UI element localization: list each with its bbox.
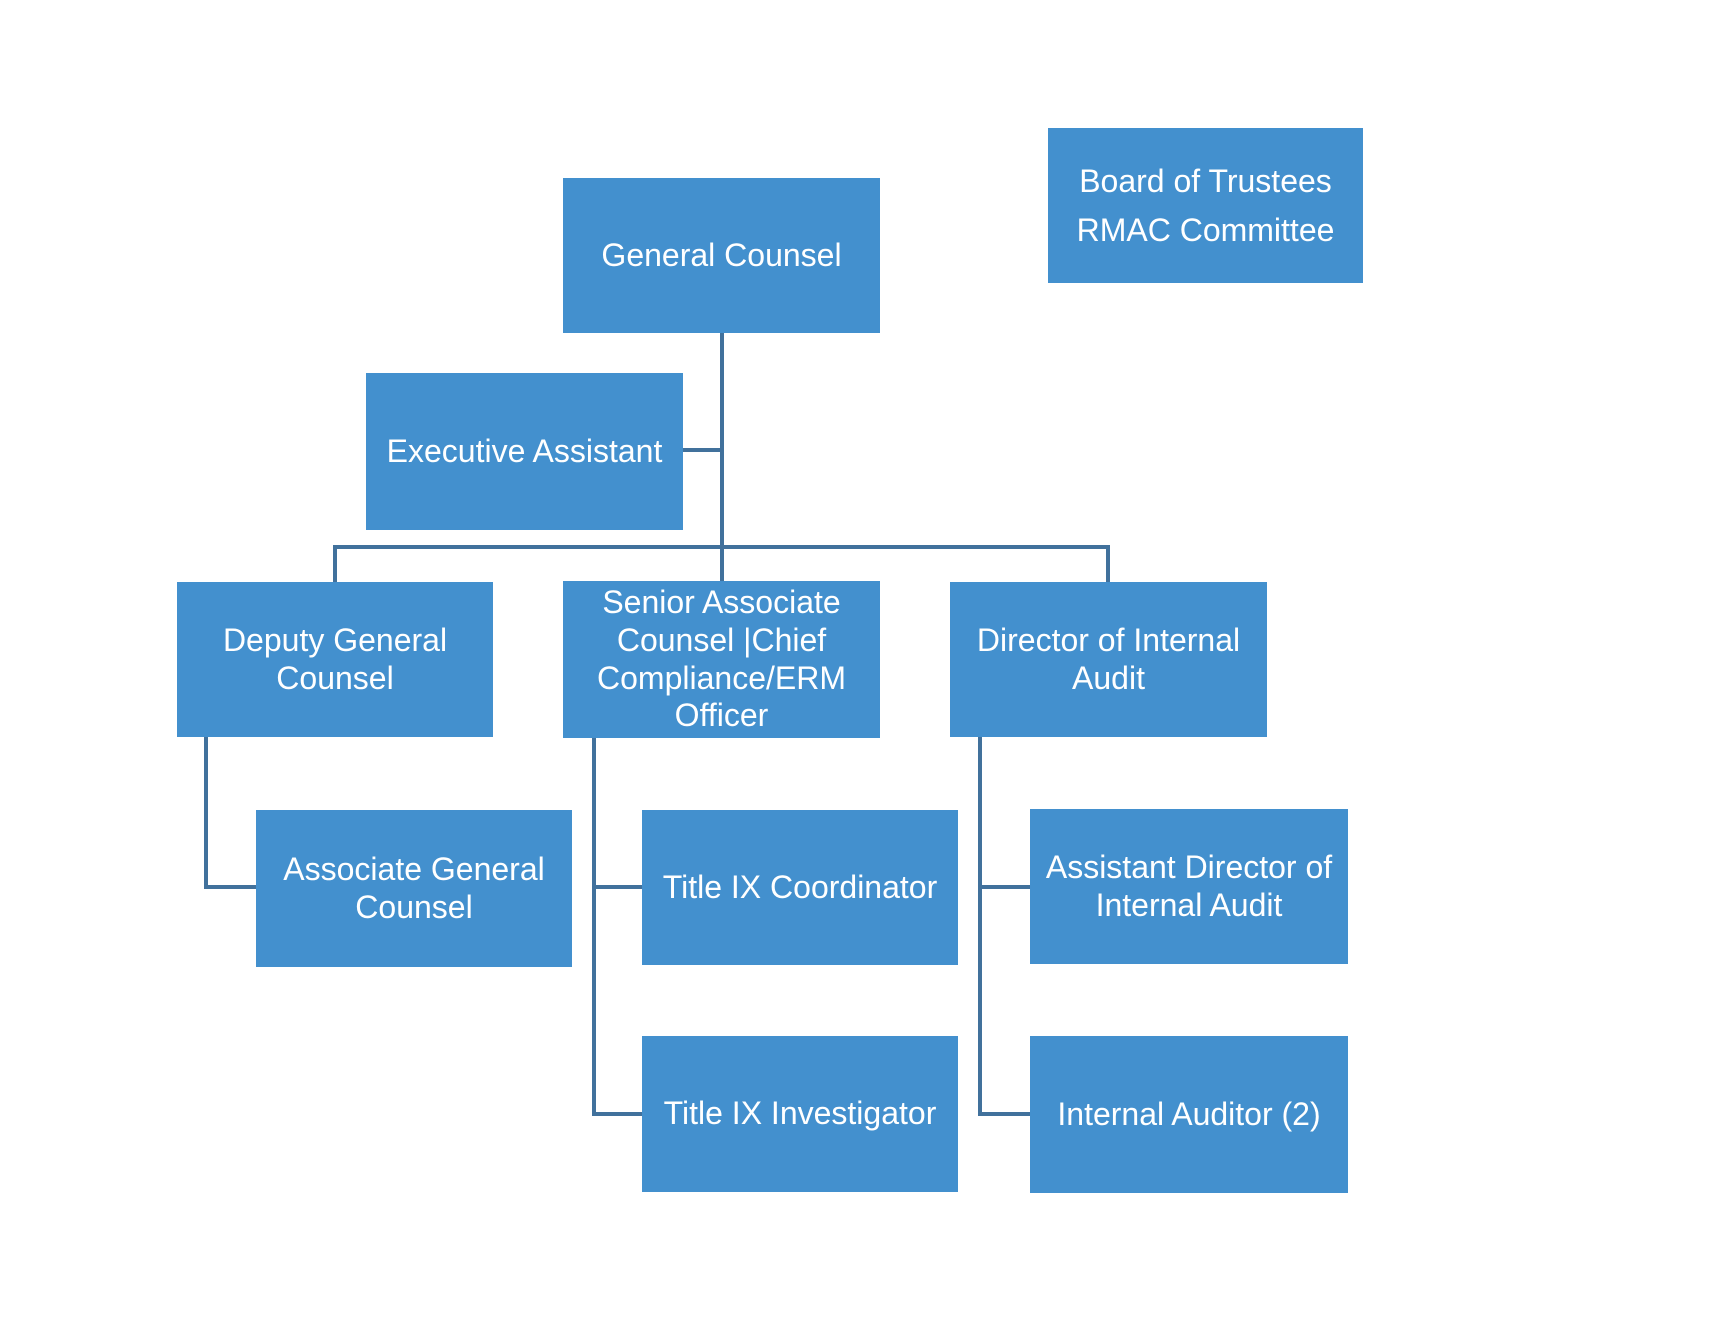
connector-drop-director bbox=[1106, 545, 1110, 582]
org-node-assistant-director-internal-audit: Assistant Director of Internal Audit bbox=[1030, 809, 1348, 964]
org-node-associate-general-counsel: Associate General Counsel bbox=[256, 810, 572, 967]
connector-arm-title-ix-investigator bbox=[592, 1112, 642, 1116]
connector-drop-senior-associate bbox=[720, 545, 724, 581]
connector-director-stem bbox=[978, 737, 982, 1116]
org-node-executive-assistant: Executive Assistant bbox=[366, 373, 683, 530]
org-node-general-counsel: General Counsel bbox=[563, 178, 880, 333]
connector-drop-deputy bbox=[333, 545, 337, 582]
connector-arm-assistant-director bbox=[978, 885, 1030, 889]
org-node-deputy-general-counsel: Deputy General Counsel bbox=[177, 582, 493, 737]
connector-arm-internal-auditor bbox=[978, 1112, 1030, 1116]
connector-deputy-arm-associate bbox=[204, 885, 256, 889]
org-node-title-ix-investigator: Title IX Investigator bbox=[642, 1036, 958, 1192]
connector-ea-link bbox=[683, 448, 724, 452]
connector-senior-associate-stem bbox=[592, 738, 596, 1116]
org-node-senior-associate-counsel: Senior Associate Counsel |Chief Complian… bbox=[563, 581, 880, 738]
org-node-director-internal-audit: Director of Internal Audit bbox=[950, 582, 1267, 737]
connector-deputy-stem bbox=[204, 737, 208, 889]
org-node-internal-auditor: Internal Auditor (2) bbox=[1030, 1036, 1348, 1193]
org-node-title-ix-coordinator: Title IX Coordinator bbox=[642, 810, 958, 965]
connector-gc-stem bbox=[720, 333, 724, 549]
connector-arm-title-ix-coordinator bbox=[592, 885, 642, 889]
org-node-board-of-trustees: Board of Trustees RMAC Committee bbox=[1048, 128, 1363, 283]
